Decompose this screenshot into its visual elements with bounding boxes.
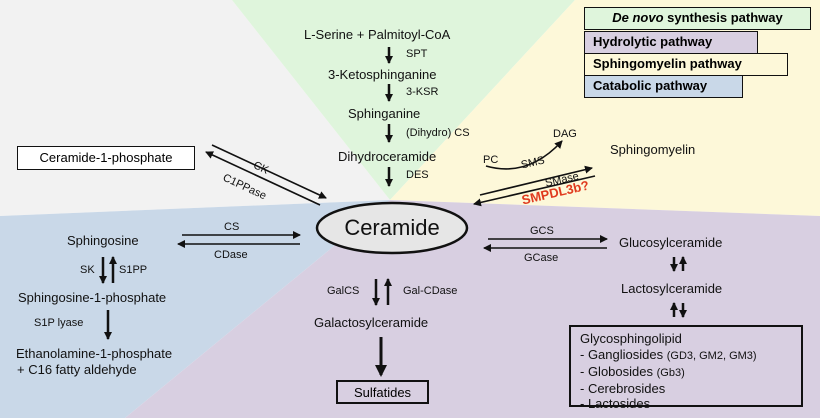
arrow-c1ppase (205, 151, 321, 206)
gsl-item: - Lactosides (580, 396, 651, 411)
gsl-title: Glycosphingolipid (580, 331, 682, 346)
enzyme-sk: SK (80, 264, 95, 276)
enzyme-cs-catabolic: CS (224, 221, 240, 233)
enzyme-gcase: GCase (524, 252, 559, 264)
denovo-enzyme-spt: SPT (406, 48, 428, 60)
sphingosine-1-phosphate-label: Sphingosine-1-phosphate (18, 290, 167, 305)
glucosylceramide-label: Glucosylceramide (619, 235, 723, 250)
ceramide-label: Ceramide (344, 215, 440, 240)
legend-catabolic: Catabolic pathway (584, 75, 743, 98)
sphingosine-label: Sphingosine (67, 233, 139, 248)
denovo-enzyme-3ksr: 3-KSR (406, 86, 439, 98)
c16-fatty-aldehyde-label: + C16 fatty aldehyde (17, 362, 137, 377)
arrow-ck (211, 144, 327, 199)
dag-label: DAG (553, 128, 577, 140)
denovo-3-ketosphinganine: 3-Ketosphinganine (328, 67, 437, 82)
region-denovo (232, 0, 575, 200)
gsl-item: - Globosides (Gb3) (580, 364, 685, 379)
enzyme-gcs: GCS (530, 225, 554, 237)
enzyme-galcs: GalCS (327, 285, 360, 297)
denovo-sphinganine: Sphinganine (348, 106, 421, 121)
gsl-item: - Cerebrosides (580, 381, 666, 396)
region-hydrolytic (125, 200, 820, 418)
ethanolamine-1-phosphate-label: Ethanolamine-1-phosphate (16, 346, 173, 361)
lactosylceramide-label: Lactosylceramide (621, 281, 723, 296)
denovo-enzyme-des: DES (406, 169, 429, 181)
sulfatides-box: Sulfatides (336, 380, 429, 404)
enzyme-gal-cdase: Gal-CDase (403, 285, 458, 297)
sphingomyelin-label: Sphingomyelin (610, 142, 696, 157)
arrow-pc-dag (485, 140, 563, 170)
legend-sphingomyelin: Sphingomyelin pathway (584, 53, 788, 76)
arrow-sms (479, 165, 593, 196)
ceramide-node (315, 201, 469, 255)
legend-hydrolytic: Hydrolytic pathway (584, 31, 758, 54)
region-catabolic (0, 200, 390, 418)
enzyme-s1pp: S1PP (119, 264, 148, 276)
galactosylceramide-label: Galactosylceramide (314, 315, 429, 330)
glycosphingolipid-box: Glycosphingolipid - Gangliosides (GD3, G… (569, 325, 803, 411)
legend-denovo: De novo synthesis pathway (584, 7, 811, 30)
pc-label: PC (483, 154, 499, 166)
enzyme-s1p-lyase: S1P lyase (34, 317, 84, 329)
ceramide-1-phosphate-box: Ceramide-1-phosphate (17, 146, 195, 170)
denovo-dihydroceramide: Dihydroceramide (338, 149, 437, 164)
enzyme-cdase: CDase (214, 249, 248, 261)
gsl-item: - Gangliosides (GD3, GM2, GM3) (580, 347, 757, 362)
denovo-substrate: L-Serine + Palmitoyl-CoA (304, 27, 451, 42)
arrow-smase (473, 175, 596, 207)
denovo-enzyme-cs: (Dihydro) CS (406, 127, 470, 139)
